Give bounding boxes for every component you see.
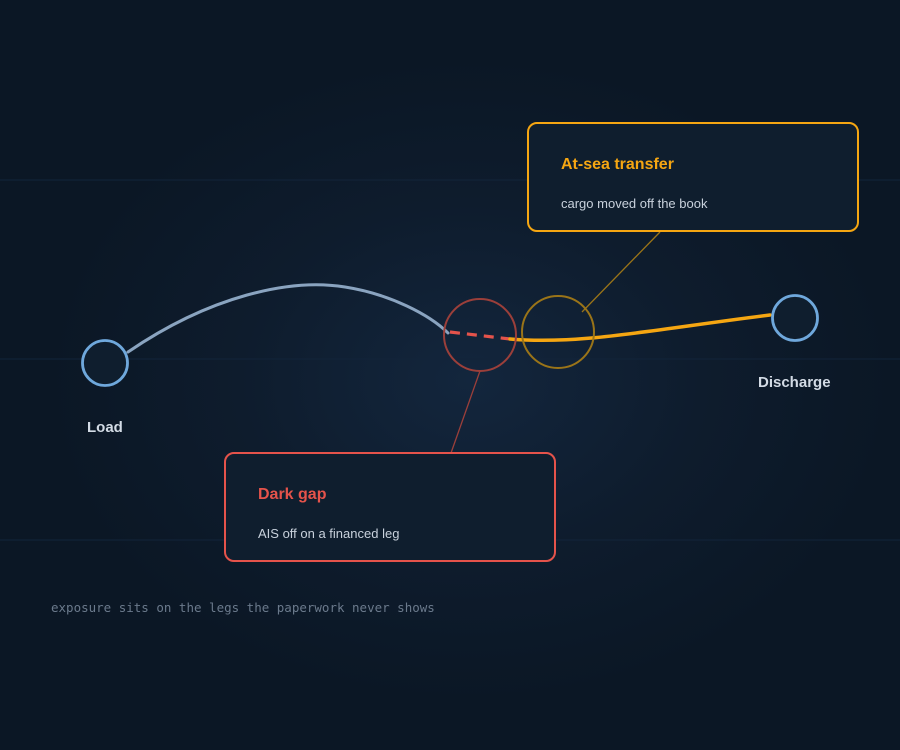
gap-callout-title: Dark gap <box>258 486 327 503</box>
route-leg-visible <box>126 283 450 354</box>
discharge-label: Discharge <box>758 374 831 391</box>
transfer-callout: At-sea transfer cargo moved off the book <box>527 122 859 232</box>
gap-callout-body: AIS off on a financed leg <box>258 526 400 541</box>
caption: exposure sits on the legs the paperwork … <box>51 600 435 615</box>
transfer-callout-body: cargo moved off the book <box>561 196 708 211</box>
transfer-marker <box>521 295 595 369</box>
route-leg-dark-gap <box>449 330 511 341</box>
discharge-node <box>771 294 819 342</box>
leader-line-gap <box>450 370 481 454</box>
load-label: Load <box>87 419 123 436</box>
dark-gap-marker <box>443 298 517 372</box>
leader-line-transfer <box>581 231 661 313</box>
gap-callout: Dark gap AIS off on a financed leg <box>224 452 556 562</box>
transfer-callout-title: At-sea transfer <box>561 156 674 173</box>
route-leg-after-transfer <box>508 313 772 343</box>
load-node <box>81 339 129 387</box>
